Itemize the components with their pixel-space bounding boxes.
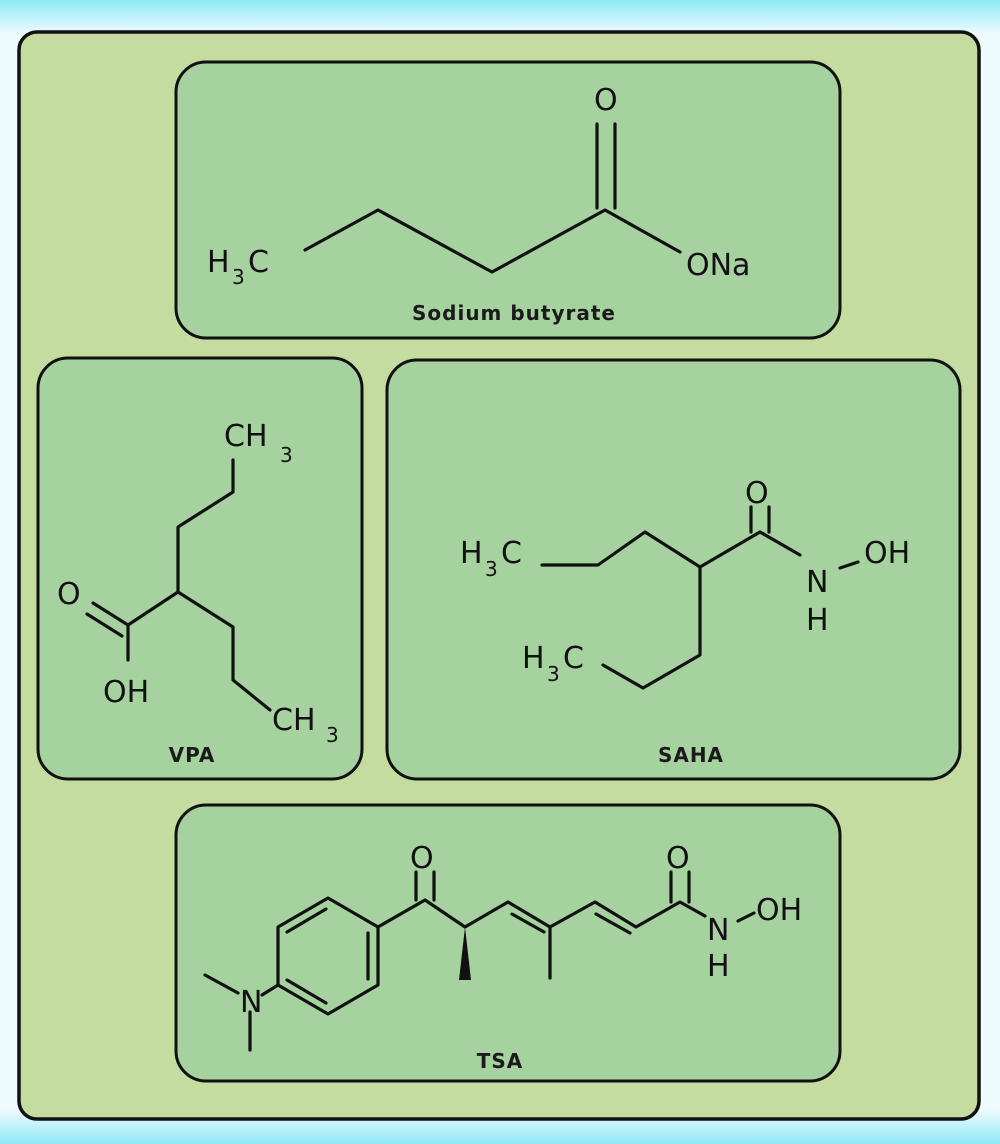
tsa-panel: N O O N OH H TSA: [174, 803, 842, 1083]
sodium-butyrate-structure: H 3 C O ONa: [207, 83, 750, 289]
vpa-upper-chain-bonds: [176, 458, 235, 594]
saha-n-o-bond: [838, 560, 860, 570]
vpa-carbonyl-bond-a: [91, 601, 130, 627]
tsa-n-hydroxamic-label: N: [707, 913, 729, 948]
saha-o-label: O: [745, 476, 769, 511]
vpa-carbonyl-bond-b: [85, 612, 124, 638]
vpa-ch3-top-label: CH: [224, 419, 268, 454]
vpa-structure: CH 3 CH 3 O OH: [57, 419, 339, 747]
sodium-butyrate-caption: Sodium butyrate: [412, 301, 616, 325]
vpa-ch3-bottom-subscript: 3: [326, 723, 339, 747]
vpa-ch3-top-subscript: 3: [280, 443, 293, 467]
saha-structure: H 3 C H 3 C O N OH H: [460, 476, 910, 690]
saha-h3c-bottom-subscript: 3: [547, 662, 560, 686]
saha-h3c-top-c-label: C: [501, 536, 522, 571]
saha-lower-chain-bonds: [601, 565, 702, 690]
tsa-nh-label: H: [707, 949, 730, 984]
tsa-amide-o-label: O: [666, 841, 690, 876]
tsa-ring-n-bond: [260, 983, 280, 997]
butyrate-h-subscript: 3: [232, 265, 245, 289]
sodium-butyrate-box: [174, 60, 842, 340]
tsa-box: [174, 803, 842, 1083]
tsa-ring-double-bond-3: [285, 907, 328, 934]
tsa-n-dimethyl-label: N: [240, 985, 262, 1020]
saha-box: [385, 358, 962, 781]
tsa-double-bond-2: [594, 912, 632, 935]
saha-panel: H 3 C H 3 C O N OH H SAHA: [385, 358, 962, 781]
tsa-ring-double-bond-2: [285, 978, 328, 1005]
tsa-stereo-wedge: [459, 927, 471, 980]
tsa-oh-label: OH: [756, 893, 802, 928]
saha-h3c-bottom-c-label: C: [563, 641, 584, 676]
saha-upper-chain-bonds: [540, 530, 802, 569]
vpa-branch-bond: [126, 590, 180, 627]
sodium-butyrate-panel: H 3 C O ONa Sodium butyrate: [174, 60, 842, 340]
tsa-ketone-o-label: O: [410, 841, 434, 876]
saha-h3c-bottom-h-label: H: [522, 641, 545, 676]
tsa-double-bond-1: [510, 912, 546, 934]
butyrate-c-label: C: [248, 245, 269, 280]
saha-n-label: N: [806, 565, 828, 600]
saha-h3c-top-subscript: 3: [485, 557, 498, 581]
saha-h3c-top-h-label: H: [460, 536, 483, 571]
tsa-structure: N O O N OH H: [203, 841, 802, 1052]
saha-caption: SAHA: [658, 743, 724, 767]
vpa-lower-chain-bonds: [176, 590, 272, 712]
butyrate-h-label: H: [207, 245, 230, 280]
butyrate-ona-label: ONa: [686, 248, 750, 283]
vpa-oh-label: OH: [103, 675, 149, 710]
vpa-panel: CH 3 CH 3 O OH VPA: [36, 356, 364, 781]
butyrate-o-label: O: [594, 83, 618, 118]
vpa-box: [36, 356, 364, 781]
saha-oh-label: OH: [864, 536, 910, 571]
vpa-ch3-bottom-label: CH: [272, 703, 316, 738]
vpa-o-label: O: [57, 577, 81, 612]
tsa-n-o-bond: [736, 911, 756, 923]
vpa-caption: VPA: [169, 743, 216, 767]
tsa-n-methyl-1: [203, 973, 240, 995]
butyrate-chain-bonds: [303, 208, 682, 274]
tsa-caption: TSA: [477, 1049, 524, 1073]
saha-nh-label: H: [806, 603, 829, 638]
